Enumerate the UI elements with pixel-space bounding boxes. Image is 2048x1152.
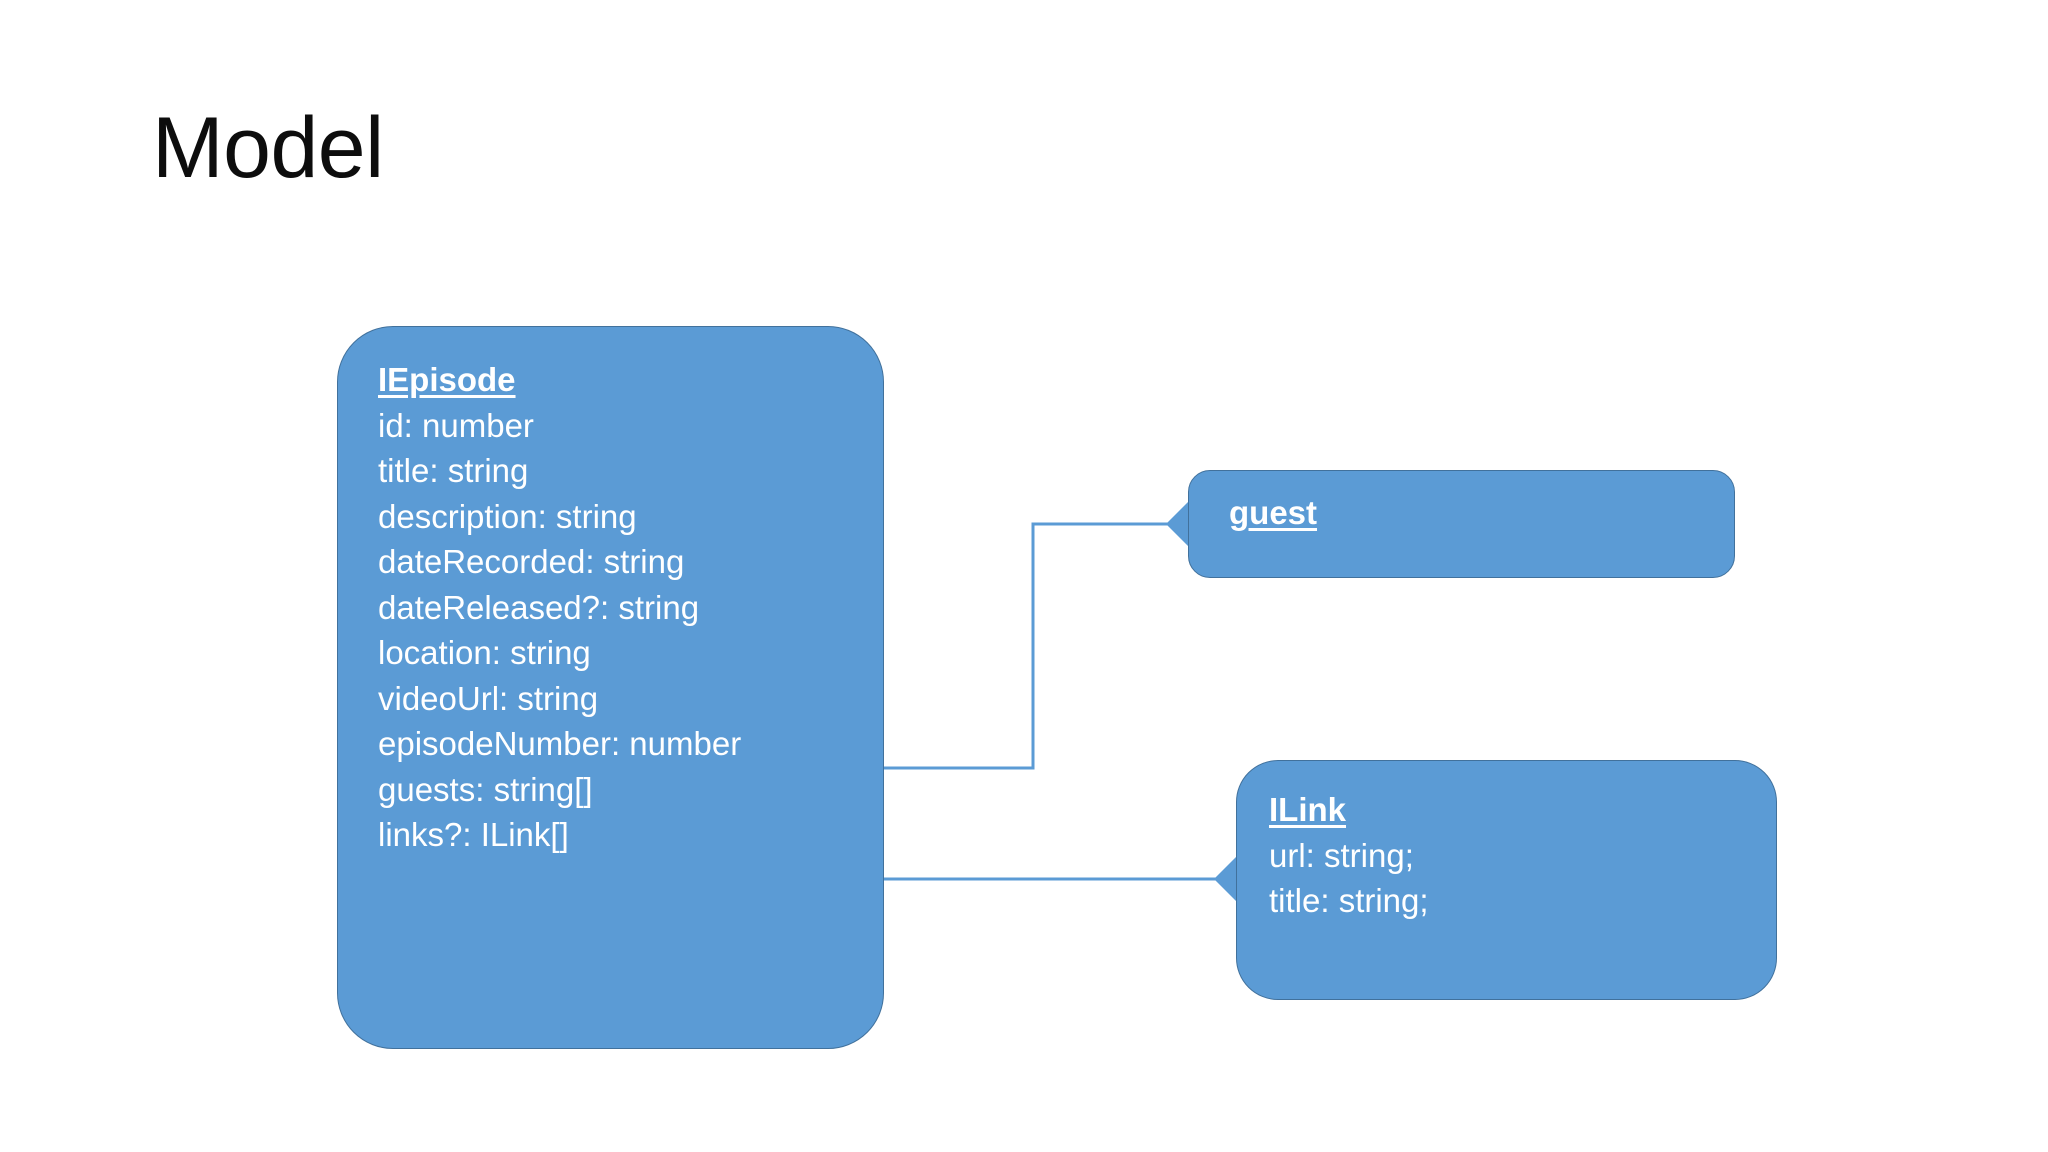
entity-field: id: number [378, 406, 534, 444]
entity-title-guest: guest [1229, 494, 1318, 531]
entity-box-iepisode[interactable]: IEpisode id: number title: string descri… [337, 326, 884, 1049]
entity-box-guest[interactable]: guest [1188, 470, 1735, 578]
entity-field: url: string; [1269, 836, 1414, 874]
connector-iepisode-to-guest [884, 522, 1182, 770]
entity-field: location: string [378, 634, 591, 672]
entity-content-ilink: ILink url: string; title: string; [1269, 787, 1429, 924]
entity-field: dateRecorded: string [378, 543, 685, 581]
entity-field: links?: ILink[] [378, 816, 569, 854]
entity-title-ilink: ILink [1269, 791, 1347, 828]
entity-field: videoUrl: string [378, 679, 599, 717]
entity-field: title: string [378, 452, 529, 490]
arrowhead-guest [1166, 502, 1188, 546]
entity-title-iepisode: IEpisode [378, 361, 516, 398]
entity-box-ilink[interactable]: ILink url: string; title: string; [1236, 760, 1777, 1000]
arrowhead-ilink [1214, 857, 1236, 901]
entity-content-iepisode: IEpisode id: number title: string descri… [378, 357, 741, 858]
entity-field: description: string [378, 497, 637, 535]
page-title: Model [152, 100, 384, 196]
entity-field: episodeNumber: number [378, 725, 742, 763]
entity-field: title: string; [1269, 882, 1429, 920]
entity-content-guest: guest [1229, 490, 1317, 536]
entity-field: guests: string[] [378, 770, 593, 808]
entity-field: dateReleased?: string [378, 588, 700, 626]
